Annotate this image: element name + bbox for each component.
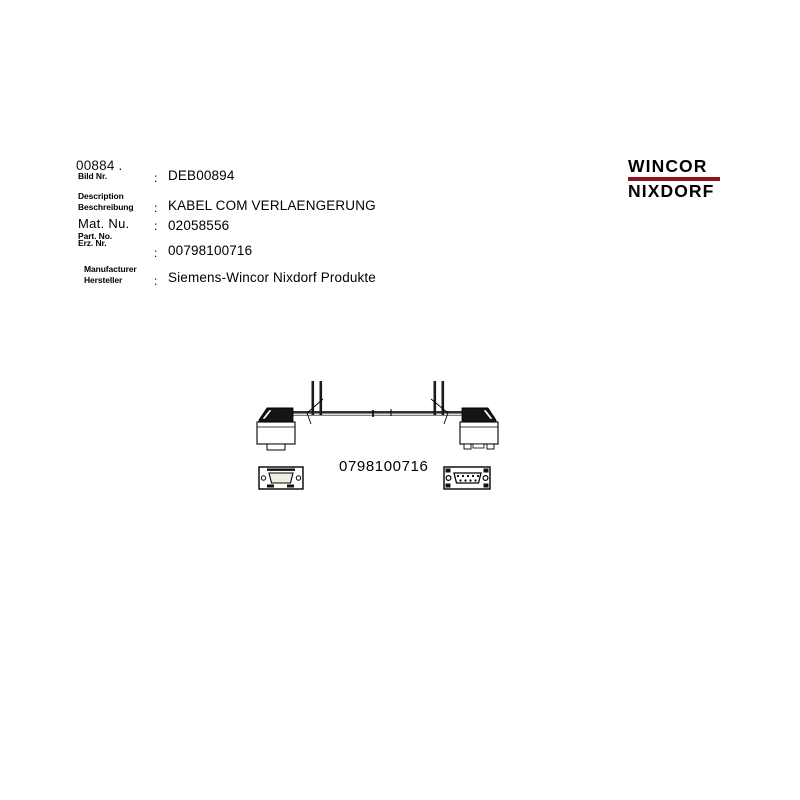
logo-red-rule [628, 177, 720, 181]
cable-assembly-drawing [245, 372, 510, 497]
connector-right-hood-highlight [482, 409, 494, 420]
spec-colon-manufacturer: : [154, 274, 158, 288]
spec-label-de-manufacturer: Hersteller [84, 274, 123, 285]
db9-female-screw-right [295, 475, 302, 481]
connector-left-hood [258, 407, 294, 423]
tie-post-left-a [311, 381, 315, 415]
db9-male-screw-right [482, 474, 489, 481]
spec-value-bild-nr: DEB00894 [168, 168, 235, 183]
spec-row-material-number: Mat. Nu. Part. No. : 02058556 [78, 216, 638, 241]
spec-colon-material-number: : [154, 219, 158, 233]
db9-male-corner-br [483, 483, 489, 488]
connector-left-shell [256, 421, 296, 445]
connector-right-body [459, 407, 499, 450]
wincor-nixdorf-logo: WINCOR NIXDORF [628, 157, 720, 203]
tie-post-right-a [433, 381, 437, 415]
spec-row-erz-nr: Erz. Nr. : 00798100716 [78, 238, 638, 262]
tie-post-right-b [441, 381, 445, 415]
db9-female-tab-right [287, 484, 294, 488]
db9-female-tab-left [267, 484, 274, 488]
drawing-part-number-caption: 0798100716 [339, 458, 429, 475]
spec-colon-bild-nr: : [154, 171, 158, 185]
spec-label-material-number: Mat. Nu. Part. No. [78, 216, 150, 241]
db9-male-face [443, 466, 491, 490]
tie-post-left-b [319, 381, 323, 415]
spec-label-en-material-number: Mat. Nu. [78, 216, 130, 231]
cable-run [288, 409, 468, 417]
spec-value-material-number: 02058556 [168, 218, 230, 233]
db9-pin-9 [474, 479, 477, 482]
leader-left-lower [306, 412, 312, 425]
spec-row-description: Description Beschreibung : KABEL COM VER… [78, 190, 638, 216]
connector-left-nose [266, 443, 286, 451]
leader-left [306, 398, 324, 414]
spec-label-en-description: Description [78, 191, 124, 201]
connector-left-hood-highlight [261, 409, 273, 420]
spec-label-description: Description Beschreibung [78, 191, 150, 212]
clipped-image-id: 00884 . [76, 158, 123, 173]
spec-label-de-erz-nr: Erz. Nr. [78, 238, 107, 248]
db9-female-top-bar [267, 468, 295, 471]
cable-drawing-svg [256, 381, 499, 490]
logo-word-wincor: WINCOR [628, 156, 708, 176]
db9-male-corner-bl [445, 483, 451, 488]
db9-pin-2 [461, 474, 465, 478]
connector-right-foot-b [486, 443, 495, 450]
spec-value-description: KABEL COM VERLAENGERUNG [168, 198, 376, 213]
spec-label-de-description: Beschreibung [78, 201, 134, 212]
spec-label-erz-nr: Erz. Nr. [78, 238, 150, 248]
connector-left-body [256, 407, 296, 451]
cable-body [288, 411, 468, 414]
db9-female-screw-left [260, 475, 267, 481]
connector-right-foot-a [463, 443, 472, 450]
spec-label-de-bild-nr: Bild Nr. [78, 171, 107, 181]
spec-sheet: Bild Nr. : DEB00894 Description Beschrei… [78, 168, 638, 288]
spec-label-bild-nr: Bild Nr. [78, 171, 150, 181]
db9-pin-8 [469, 479, 472, 482]
spec-row-manufacturer: Manufacturer Hersteller : Siemens-Wincor… [78, 262, 638, 288]
db9-male-corner-tl [445, 468, 451, 473]
spec-label-manufacturer: Manufacturer Hersteller [84, 264, 154, 285]
spec-colon-description: : [154, 201, 158, 215]
db9-male-screw-left [445, 474, 452, 481]
db9-pin-3 [466, 474, 470, 478]
strain-relief-right [430, 381, 449, 425]
db9-female-face [258, 466, 304, 490]
db9-pin-6 [459, 479, 462, 482]
spec-label-de-material-number: Part. No. [78, 231, 113, 241]
db9-pin-7 [464, 479, 467, 482]
db9-female-opening [268, 472, 294, 484]
strain-relief-left [306, 381, 324, 425]
spec-colon-erz-nr: : [154, 246, 158, 260]
logo-word-nixdorf: NIXDORF [628, 181, 715, 201]
connector-right-shell [459, 421, 499, 445]
db9-pin-5 [476, 474, 480, 478]
connector-right-hood [461, 407, 497, 423]
spec-label-en-manufacturer: Manufacturer [84, 264, 137, 274]
spec-value-erz-nr: 00798100716 [168, 243, 253, 258]
connector-right-foot-c [472, 443, 485, 449]
spec-value-manufacturer: Siemens-Wincor Nixdorf Produkte [168, 270, 376, 285]
db9-pin-4 [471, 474, 475, 478]
db9-male-shell [453, 472, 482, 484]
db9-male-corner-tr [483, 468, 489, 473]
db9-pin-1 [456, 474, 460, 478]
leader-right-lower [443, 412, 449, 425]
spec-row-bild-nr: Bild Nr. : DEB00894 [78, 168, 638, 190]
leader-right [430, 398, 449, 414]
